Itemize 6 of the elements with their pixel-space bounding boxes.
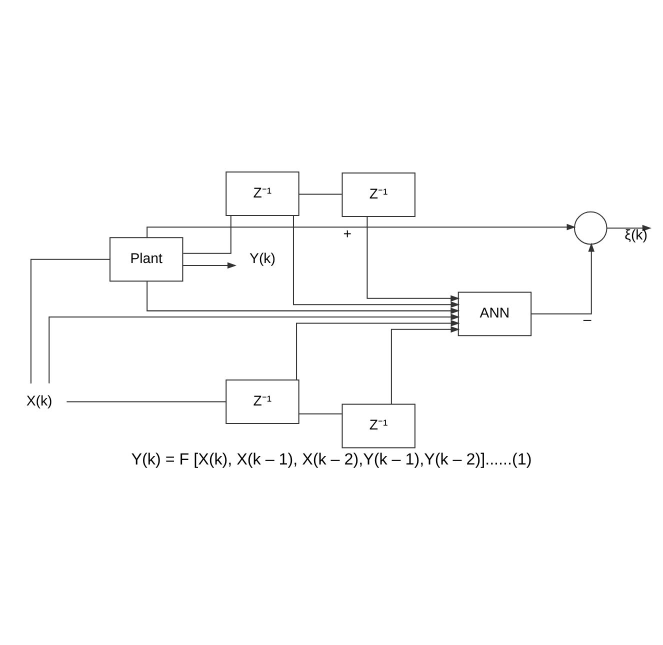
edge-label: – bbox=[583, 310, 592, 326]
edge-label: ξ(k) bbox=[624, 226, 648, 242]
node-text: X(k) bbox=[26, 392, 52, 408]
edge-label: + bbox=[343, 224, 352, 241]
caption: Y(k) = F [X(k), X(k – 1), X(k – 2),Y(k – 1),Y(k – 2)]......(1) bbox=[131, 450, 532, 468]
node-text: Y(k) bbox=[250, 250, 276, 266]
